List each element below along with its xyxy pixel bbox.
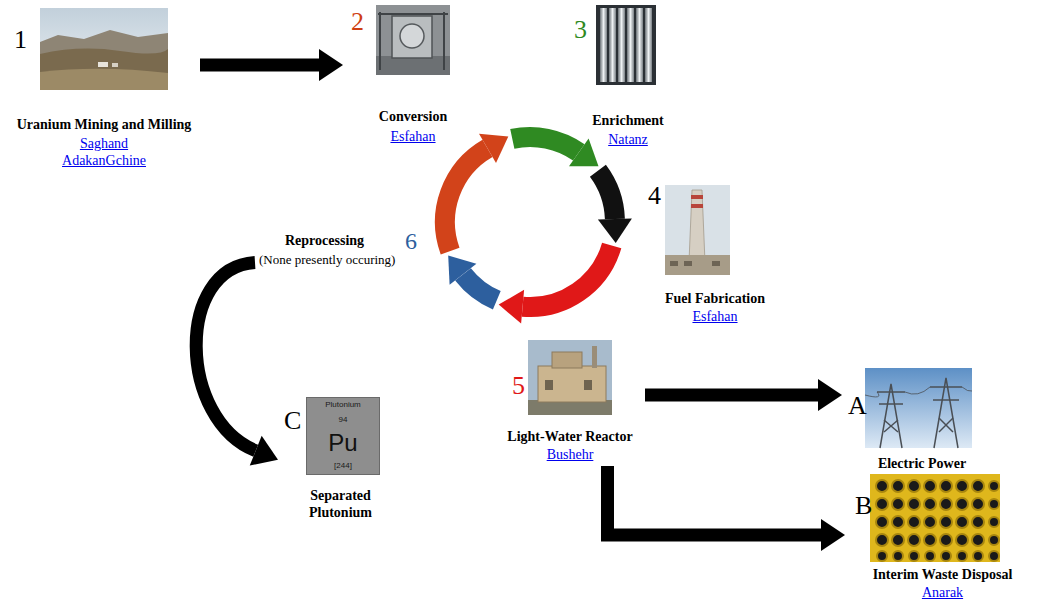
reactor-photo [528, 340, 612, 415]
stage-number: 1 [14, 26, 27, 54]
flow-arrow [645, 379, 842, 411]
fuel-cycle-ring [445, 134, 632, 324]
waste-storage-photo [870, 474, 1000, 562]
waste-storage: B Interim Waste DisposalAnarak [845, 478, 1040, 604]
reprocessing-stage: Reprocessing 6 (None presently occuring) [255, 226, 432, 274]
arrow-shaft [196, 262, 256, 450]
enrichment-stage: 3EnrichmentNatanz [566, 4, 690, 154]
mining-photo [40, 8, 168, 90]
plutonium-stage: C Separated Plutonium Plutonium 94Pu [244] [278, 393, 403, 529]
arrow-head [818, 379, 842, 411]
flow-arrow [200, 49, 343, 81]
fabrication-photo [665, 185, 730, 275]
stage-number: 4 [648, 182, 661, 210]
stage-number: 3 [574, 16, 587, 44]
stage-caption: Conversion [379, 108, 447, 125]
stage-caption: Fuel Fabrication [665, 290, 765, 307]
enrichment-photo [596, 5, 656, 85]
element-tile: Plutonium 94Pu [244] [306, 397, 380, 475]
site-link: Esfahan [692, 308, 737, 325]
mining-stage: 1Uranium Mining and MillingSaghandAdakan… [8, 4, 200, 172]
conversion-stage: 2ConversionEsfahan [343, 4, 483, 150]
stage-number: 2 [351, 8, 364, 36]
element-name: Plutonium [325, 400, 361, 410]
atomic-number: 94 [339, 415, 348, 425]
power-output: A Electric Power [842, 364, 1002, 476]
site-link: Saghand [80, 135, 128, 152]
stage-number: 6 [405, 227, 417, 255]
stage-letter: C [284, 407, 301, 435]
site-link: Natanz [608, 131, 648, 148]
arrow-head [319, 49, 343, 81]
stage-caption: Light-Water Reactor [507, 428, 632, 445]
reactor-stage: 5Light-Water ReactorBushehr [495, 336, 645, 466]
arrow-shaft [645, 389, 818, 402]
conversion-photo [376, 5, 450, 75]
arrow-shaft [608, 466, 822, 535]
arrow-head [250, 436, 278, 466]
flow-arrow [196, 262, 278, 465]
element-symbol: Pu [328, 430, 357, 456]
arrow-shaft [200, 59, 319, 72]
stage-note: (None presently occuring) [259, 251, 395, 268]
flow-arrow [608, 466, 846, 551]
arrow-head [821, 519, 845, 551]
site-link: Anarak [922, 584, 963, 601]
stage-caption: Uranium Mining and Milling [17, 116, 192, 133]
atomic-mass: [244] [334, 461, 352, 471]
site-link: Esfahan [390, 128, 435, 145]
stage-caption: Enrichment [592, 112, 664, 129]
fabrication-stage: 4Fuel FabricationEsfahan [640, 176, 790, 328]
stage-number: 5 [512, 372, 525, 400]
site-link: Bushehr [547, 446, 594, 463]
stage-letter: A [848, 392, 867, 420]
stage-caption: Electric Power [878, 455, 966, 472]
power-lines-photo [865, 368, 972, 448]
stage-letter: B [855, 492, 872, 520]
stage-caption: Interim Waste Disposal [873, 566, 1013, 583]
stage-caption: Reprocessing [285, 232, 364, 249]
stage-caption: Separated Plutonium [286, 487, 396, 521]
site-link: AdakanGchine [62, 152, 146, 169]
